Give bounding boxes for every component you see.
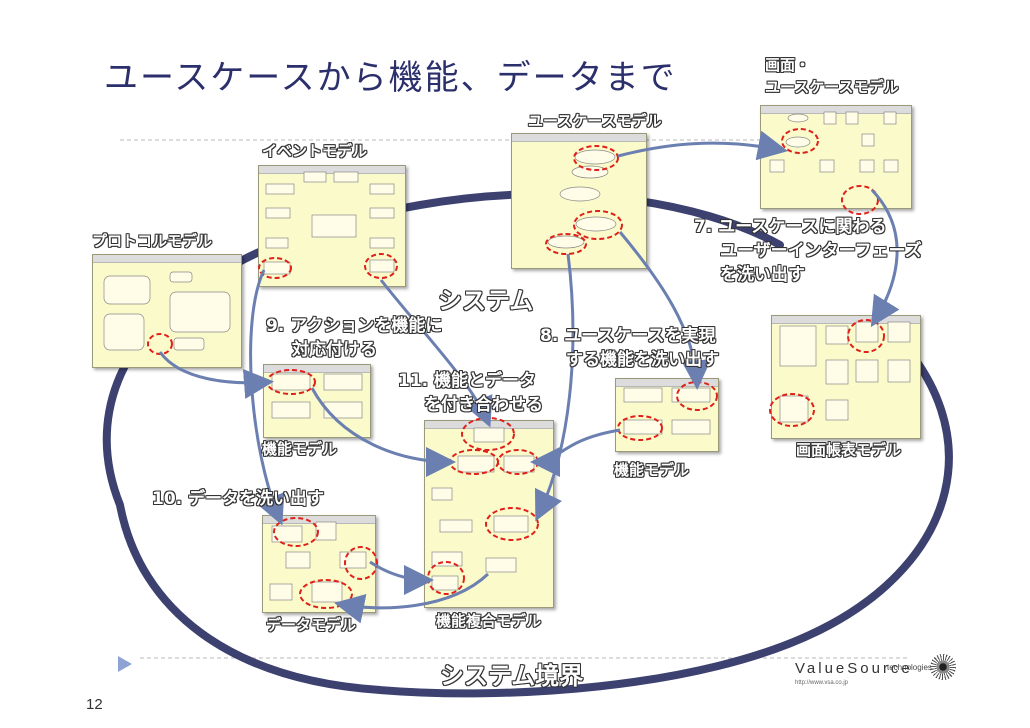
label-step7: 7. ユースケースに関わる ユーザーインターフェーズ を洗い出す [694,217,922,285]
label-function-model-right: 機能モデル [614,461,690,479]
label-event-model: イベントモデル [262,142,368,160]
arrow-protocol-to-function [158,351,274,399]
label-function-model-left: 機能モデル [262,440,338,458]
arrow-uc-to-function-right [618,231,712,390]
label-system: システム [438,287,534,315]
arrow-screen-to-report [870,188,900,328]
arrow-event-to-function-left [249,269,285,526]
page-number: 12 [86,696,103,713]
logo-name: ValueSource [795,660,913,677]
label-screen-report-model: 画面帳表モデル [796,441,902,459]
label-data-model: データモデル [266,616,357,634]
arrow-uc-to-screen [617,130,788,161]
arrow-data-to-composite [369,560,434,595]
arrow-composite-to-data [334,572,490,624]
label-system-boundary: システム境界 [440,662,584,690]
label-step10: 10. データを洗い出す [152,489,325,509]
arrow-uc-to-composite [534,253,575,522]
arrow-function-left-to-composite [310,387,456,477]
label-protocol-model: プロトコルモデル [92,232,213,250]
label-step9: 9. アクションを機能に 対応付ける [266,316,443,360]
arrow-function-right-to-composite [530,428,621,477]
arrow-event-to-composite [379,279,493,428]
label-function-composite-model: 機能複合モデル [436,612,542,630]
logo-burst-icon [930,654,956,680]
bullet-icon [118,656,132,672]
company-logo: ValueSource technologies http://www.vsa.… [795,654,956,698]
label-usecase-model: ユースケースモデル [528,112,662,130]
label-screen-usecase-model: 画面・ ユースケースモデル [765,56,899,96]
label-step8: 8. ユースケースを実現 する機能を洗い出す [540,326,719,370]
page-title: ユースケースから機能、データまで [104,58,677,98]
label-step11: 11. 機能とデータ を付き合わせる [398,371,543,415]
logo-sub: technologies [887,663,932,672]
logo-url: http://www.vsa.co.jp [795,680,849,686]
